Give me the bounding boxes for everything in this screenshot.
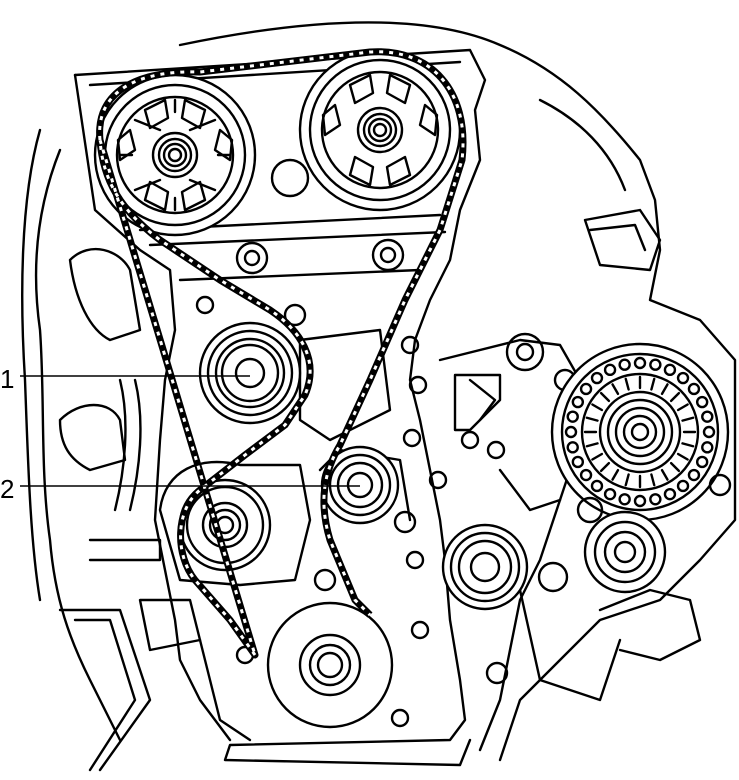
alternator [550, 342, 730, 522]
power-steering-pulley [583, 510, 667, 594]
crankshaft-sprocket [158, 460, 312, 587]
timing-cover [73, 48, 487, 767]
engine-left-outline [34, 148, 122, 742]
accessory-idler-pulley [441, 523, 529, 611]
tensioner-pulley [198, 321, 302, 425]
callout-label-2: 2 [0, 474, 15, 504]
lower-pulley [266, 601, 394, 729]
engine-block-outline [178, 21, 737, 762]
callout-label-1: 1 [0, 364, 15, 394]
idler-pulley [320, 445, 400, 525]
